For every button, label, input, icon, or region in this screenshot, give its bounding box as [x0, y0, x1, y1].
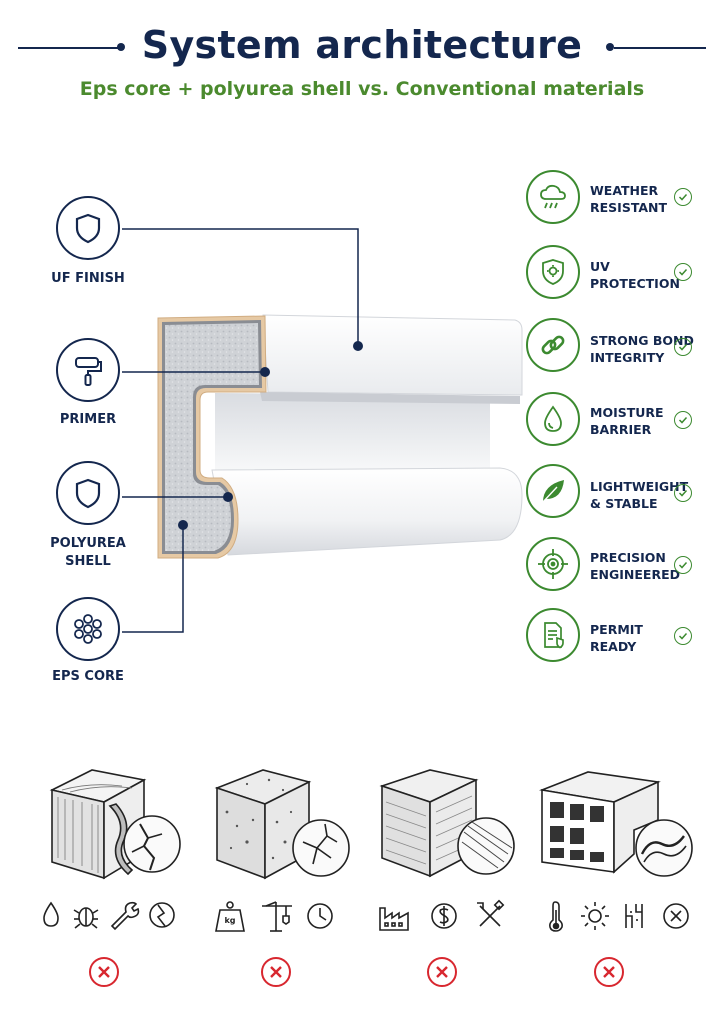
benefit-label-bond-2: INTEGRITY: [590, 350, 665, 365]
beads-icon: [74, 614, 102, 644]
check-icon: [674, 263, 692, 281]
dollar-icon: [431, 903, 457, 929]
primer-badge: [56, 338, 120, 402]
benefit-label-precision-1: PRECISION: [590, 550, 666, 565]
wood-issue-icons: [43, 901, 175, 931]
benefit-icon-weather: [526, 170, 580, 224]
title-rule-left: [18, 47, 118, 49]
crack-icon: [149, 902, 175, 928]
check-icon: [674, 556, 692, 574]
shield-icon: [75, 213, 101, 244]
x-circle-icon: [663, 903, 689, 929]
uf-finish-badge: [56, 196, 120, 260]
page-title: System architecture: [141, 23, 583, 67]
weight-icon: [215, 901, 245, 932]
expansion-gap-icon: [625, 904, 643, 928]
benefit-icon-bond: [526, 318, 580, 372]
rejected-icon: [427, 957, 457, 987]
benefit-label-lightweight-1: LIGHTWEIGHT: [590, 479, 689, 494]
paint-roller-icon: [75, 357, 102, 386]
polyurea-shell-badge: [56, 461, 120, 525]
benefit-label-moisture-1: MOISTURE: [590, 405, 664, 420]
rejected-icon: [89, 957, 119, 987]
benefit-label-permit-2: READY: [590, 639, 637, 654]
pvc-issue-icons: [549, 901, 689, 932]
eps-core-badge: [56, 597, 120, 661]
benefit-label-bond-1: STRONG BOND: [590, 333, 694, 348]
check-icon: [674, 188, 692, 206]
title-dot-right: [606, 43, 614, 51]
benefit-label-permit-1: PERMIT: [590, 622, 643, 637]
cloud-rain-icon: [540, 184, 566, 209]
benefit-label-uv-1: UV: [590, 259, 610, 274]
layer-label-primer: PRIMER: [59, 412, 117, 427]
profile-diagram: [122, 228, 523, 633]
crosshair-icon: [538, 549, 568, 579]
layer-label-polyurea-line2: SHELL: [65, 554, 111, 569]
benefit-label-lightweight-2: & STABLE: [590, 496, 658, 511]
benefit-icon-lightweight: [526, 464, 580, 518]
benefit-icon-precision: [526, 537, 580, 591]
profile-extrusion: [211, 314, 523, 556]
bug-icon: [73, 907, 99, 929]
concrete-illustration: [214, 769, 350, 880]
wood-illustration: [49, 769, 181, 880]
check-icon: [674, 484, 692, 502]
tools-icon: [477, 899, 505, 927]
layer-label-uf-finish: UF FINISH: [51, 271, 125, 286]
title-dot-left: [117, 43, 125, 51]
check-icon: [674, 411, 692, 429]
benefit-icon-uv: [526, 245, 580, 299]
page-subtitle: Eps core + polyurea shell vs. Convention…: [79, 78, 645, 100]
wrench-icon: [110, 901, 140, 931]
title-rule-right: [614, 47, 706, 49]
rejected-icon: [261, 957, 291, 987]
benefit-label-moisture-2: BARRIER: [590, 422, 652, 437]
benefit-label-uv-2: PROTECTION: [590, 276, 680, 291]
layer-label-polyurea-line1: POLYUREA: [50, 536, 126, 551]
crane-icon: [262, 901, 292, 932]
fiberglass-illustration: [379, 769, 515, 878]
shield-icon: [75, 478, 101, 509]
leader-lines: [122, 228, 359, 633]
water-drop-icon: [544, 405, 562, 432]
leaf-icon: [542, 480, 564, 503]
benefit-icon-moisture: [526, 392, 580, 446]
leader-dots: [178, 341, 363, 530]
pvc-illustration: [539, 771, 693, 877]
chain-link-icon: [541, 335, 565, 355]
fiberglass-issue-icons: [379, 899, 505, 931]
benefit-label-precision-2: ENGINEERED: [590, 567, 680, 582]
benefit-label-weather-2: RESISTANT: [590, 200, 668, 215]
check-icon: [674, 338, 692, 356]
water-drop-icon: [43, 901, 59, 927]
document-check-icon: [544, 622, 564, 649]
benefit-label-weather-1: WEATHER: [590, 183, 659, 198]
clock-icon: [307, 903, 333, 929]
sun-shield-icon: [542, 259, 564, 285]
concrete-issue-icons: [215, 901, 333, 932]
benefit-icon-permit: [526, 608, 580, 662]
check-icon: [674, 627, 692, 645]
rejected-icon: [594, 957, 624, 987]
layer-label-eps-core: EPS CORE: [52, 669, 124, 684]
sun-icon: [581, 902, 609, 930]
factory-icon: [379, 907, 409, 931]
weight-label: kg: [224, 916, 236, 925]
thermometer-icon: [549, 901, 563, 932]
